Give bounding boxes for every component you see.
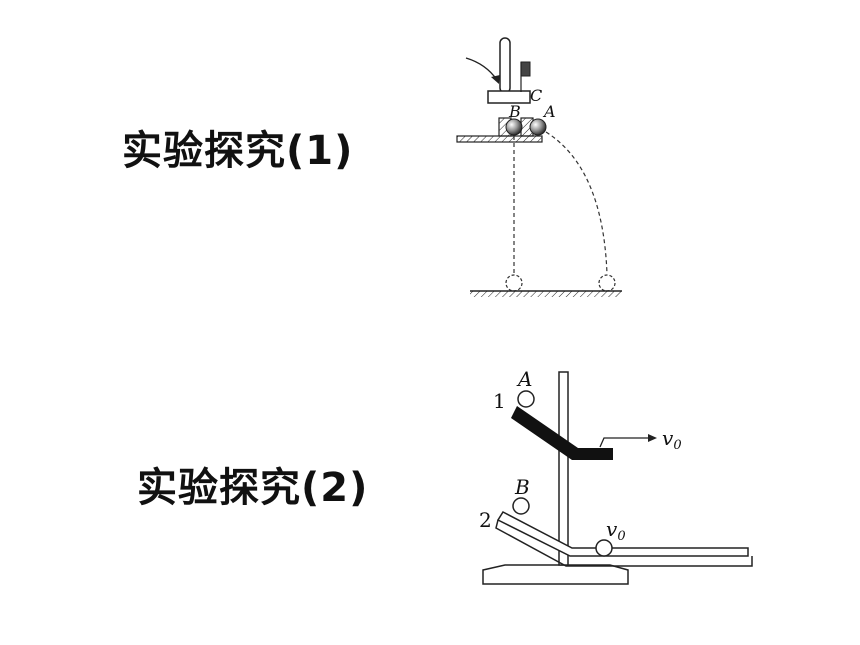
stand-base xyxy=(482,564,629,585)
landing-a xyxy=(598,274,616,292)
strike-arrow xyxy=(465,57,498,81)
striker-base xyxy=(487,90,531,104)
spring-strip-c xyxy=(520,61,531,77)
striker-rod xyxy=(499,37,511,94)
diagram-1-apparatus: C B A xyxy=(456,37,622,297)
velocity-lower: v0 xyxy=(606,517,626,544)
label-upper-a: A xyxy=(516,367,532,391)
lower-ball-b xyxy=(512,497,530,515)
label-track-2: 2 xyxy=(479,508,492,532)
stand-pole xyxy=(558,371,569,566)
upper-track xyxy=(511,406,613,460)
label-c: C xyxy=(530,86,542,105)
label-track-1: 1 xyxy=(493,389,506,413)
table-ledge xyxy=(456,135,543,143)
ball-a xyxy=(529,118,547,136)
velocity-upper: v0 xyxy=(662,426,682,453)
experiment-1-heading: 实验探究(1) xyxy=(122,128,354,174)
label-lower-b: B xyxy=(514,475,530,499)
trajectory-a xyxy=(545,131,608,275)
landing-b xyxy=(505,274,523,292)
label-b: B xyxy=(508,102,521,121)
experiment-2-heading: 实验探究(2) xyxy=(137,465,369,511)
ball-b xyxy=(505,118,523,136)
label-a: A xyxy=(542,102,556,121)
diagram-2-apparatus: A 1 v0 B 2 v0 xyxy=(479,367,753,585)
upper-ball-a xyxy=(517,390,535,408)
lower-ball-v0 xyxy=(595,539,613,557)
